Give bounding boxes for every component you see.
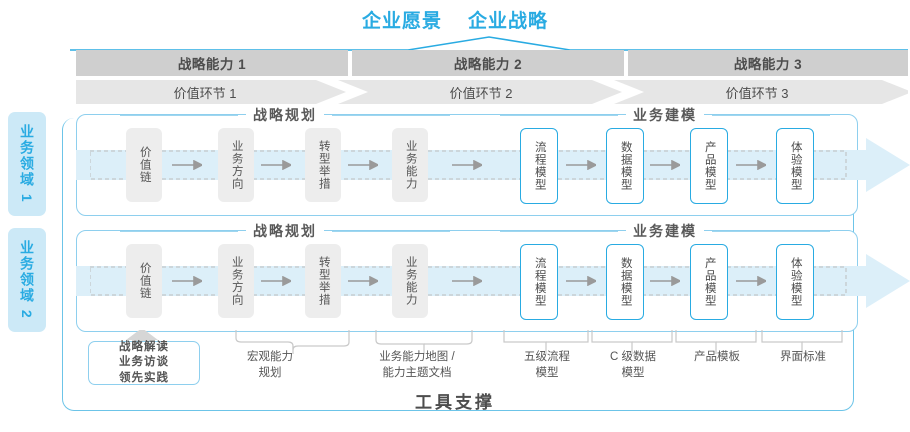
arrow-icon <box>261 160 291 170</box>
node-label: 转型举措 <box>317 140 330 190</box>
arrow-icon <box>566 160 596 170</box>
node-planning-2-3[interactable]: 转型举措 <box>305 244 341 318</box>
node-label: 流程模型 <box>533 141 546 191</box>
node-planning-1-4[interactable]: 业务能力 <box>392 128 428 202</box>
node-modeling-2-4[interactable]: 体验模型 <box>776 244 814 320</box>
section-caption-modeling-2: 业务建模 <box>500 221 830 241</box>
arrow-icon <box>736 276 766 286</box>
arrow-icon <box>172 160 202 170</box>
caption-line-right <box>712 114 830 116</box>
node-label: 体验模型 <box>789 257 802 307</box>
tool-label-1: 宏观能力 规划 <box>210 350 330 381</box>
tool-label-4: C 级数据 模型 <box>578 350 688 381</box>
value-chain-label-2: 价值环节 2 <box>449 85 513 101</box>
caption-line-left <box>120 230 238 232</box>
caption-line-left <box>500 230 618 232</box>
sidebar-domain-2[interactable]: 业务领域 2 <box>8 228 46 332</box>
section-title-planning-1: 战略规划 <box>246 105 324 125</box>
tool-label-5: 产品模板 <box>662 350 772 366</box>
node-planning-1-3[interactable]: 转型举措 <box>305 128 341 202</box>
capability-cell-2: 战略能力 2 <box>352 50 624 76</box>
sidebar-domain-1[interactable]: 业务领域 1 <box>8 112 46 216</box>
tool-label-line: 模型 <box>621 366 645 379</box>
caption-line-right <box>332 114 450 116</box>
value-chain-bar: 价值环节 1 价值环节 2 价值环节 3 <box>76 80 908 104</box>
value-chain-arrow-icon <box>76 80 908 104</box>
node-label: 产品模型 <box>703 141 716 191</box>
node-label: 业务能力 <box>404 256 417 306</box>
domain-label-2: 业务领域 2 <box>19 240 35 320</box>
arrow-icon <box>452 276 482 286</box>
section-caption-modeling-1: 业务建模 <box>500 105 830 125</box>
arrow-icon <box>566 276 596 286</box>
tool-label-line: C 级数据 <box>610 351 656 363</box>
tool-label-line: 业务能力地图 / <box>379 351 455 363</box>
capability-cell-1: 战略能力 1 <box>76 50 348 76</box>
node-label: 数据模型 <box>619 141 632 191</box>
arrow-icon <box>650 276 680 286</box>
tool-label-line: 宏观能力 <box>247 351 293 363</box>
title-enterprise-vision: 企业愿景 <box>361 10 442 32</box>
caption-line-left <box>120 114 238 116</box>
node-label: 数据模型 <box>619 257 632 307</box>
tool-highlight-line-3: 领先实践 <box>119 371 169 384</box>
tool-highlight-line-2: 业务访谈 <box>119 356 169 369</box>
tool-label-line: 界面标准 <box>780 351 826 363</box>
node-planning-2-4[interactable]: 业务能力 <box>392 244 428 318</box>
node-modeling-1-3[interactable]: 产品模型 <box>690 128 728 204</box>
tool-label-line: 能力主题文档 <box>382 366 452 379</box>
node-modeling-2-2[interactable]: 数据模型 <box>606 244 644 320</box>
arrow-icon <box>452 160 482 170</box>
node-planning-1-1[interactable]: 价值链 <box>126 128 162 202</box>
caption-line-right <box>712 230 830 232</box>
tool-label-line: 产品模板 <box>694 351 740 363</box>
tool-label-line: 五级流程 <box>524 351 570 363</box>
strategic-capability-bar: 战略能力 1 战略能力 2 战略能力 3 <box>76 50 908 76</box>
tool-label-2: 业务能力地图 / 能力主题文档 <box>352 350 482 381</box>
node-modeling-1-2[interactable]: 数据模型 <box>606 128 644 204</box>
enterprise-titles: 企业愿景 企业战略 <box>0 4 910 34</box>
arrow-icon <box>172 276 202 286</box>
node-label: 体验模型 <box>789 141 802 191</box>
node-modeling-1-1[interactable]: 流程模型 <box>520 128 558 204</box>
tool-highlight-box[interactable]: 战略解读 业务访谈 领先实践 <box>88 341 200 385</box>
section-title-modeling-1: 业务建模 <box>626 105 704 125</box>
tool-label-6: 界面标准 <box>748 350 858 366</box>
node-modeling-2-1[interactable]: 流程模型 <box>520 244 558 320</box>
caption-line-left <box>500 114 618 116</box>
node-label: 业务方向 <box>230 140 243 190</box>
caption-line-right <box>332 230 450 232</box>
tool-label-line: 模型 <box>535 366 559 379</box>
node-modeling-1-4[interactable]: 体验模型 <box>776 128 814 204</box>
section-title-planning-2: 战略规划 <box>246 221 324 241</box>
tool-label-3: 五级流程 模型 <box>492 350 602 381</box>
domain-label-1: 业务领域 1 <box>19 124 35 204</box>
node-planning-1-2[interactable]: 业务方向 <box>218 128 254 202</box>
title-enterprise-strategy: 企业战略 <box>468 10 549 32</box>
tool-highlight-line-1: 战略解读 <box>119 340 169 353</box>
section-caption-planning-2: 战略规划 <box>120 221 450 241</box>
arrow-icon <box>736 160 766 170</box>
tool-label-line: 规划 <box>258 366 282 379</box>
value-chain-label-1: 价值环节 1 <box>173 85 237 101</box>
node-label: 价值链 <box>138 262 151 300</box>
arrow-icon <box>650 160 680 170</box>
node-modeling-2-3[interactable]: 产品模型 <box>690 244 728 320</box>
node-label: 转型举措 <box>317 256 330 306</box>
arrow-icon <box>348 276 378 286</box>
node-label: 业务方向 <box>230 256 243 306</box>
footer-title: 工具支撑 <box>415 393 495 412</box>
node-label: 产品模型 <box>703 257 716 307</box>
arrow-icon <box>348 160 378 170</box>
node-label: 业务能力 <box>404 140 417 190</box>
section-caption-planning-1: 战略规划 <box>120 105 450 125</box>
node-planning-2-2[interactable]: 业务方向 <box>218 244 254 318</box>
arrow-icon <box>261 276 291 286</box>
node-planning-2-1[interactable]: 价值链 <box>126 244 162 318</box>
node-label: 价值链 <box>138 146 151 184</box>
capability-cell-3: 战略能力 3 <box>628 50 908 76</box>
node-label: 流程模型 <box>533 257 546 307</box>
value-chain-label-3: 价值环节 3 <box>725 85 789 101</box>
section-title-modeling-2: 业务建模 <box>626 221 704 241</box>
